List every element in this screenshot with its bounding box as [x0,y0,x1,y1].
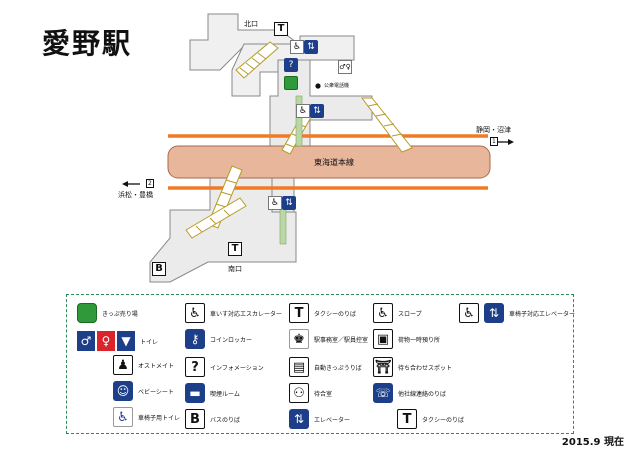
ostomate-icon: ♟ [113,355,133,375]
elevator-icon-north: ⇅ [304,40,318,54]
escalator-icon: ♿ [185,303,205,323]
toilet-icon-map: ♂♀ [338,60,352,74]
legend-item-accessible-toilet: ♿ 車椅子用トイレ [113,407,180,427]
auto-gate-icon: ▤ [289,357,309,377]
legend-item-station-office: ♚ 駅事務室／駅員控室 [289,329,368,349]
station-office-icon: ♚ [289,329,309,349]
south-exit-label: 南口 [228,265,242,273]
legend-item-baby-seat: ☺ ベビーシート [113,381,174,401]
wheelchair-icon-south: ♿ [268,196,282,210]
dir-west-label: 浜松・豊橋 [118,191,153,199]
bus-icon: B [185,409,205,429]
legend: きっぷ売り場 ♂ ♀ ▼ トイレ ♟ オストメイト ☺ ベビーシート ♿ 車椅子… [66,294,575,434]
legend-item-escalator: ♿ 車いす対応エスカレーター [185,303,282,323]
legend-item-ticket: きっぷ売り場 [77,303,138,323]
transfer-icon: ☏ [373,383,393,403]
arrow-east-head [508,139,514,145]
elevator-icon-south: ⇅ [282,196,296,210]
legend-item-slope: ♿ スロープ [373,303,422,323]
meeting-spot-icon: ⛩ [373,357,393,377]
line-name-label: 東海道本線 [314,158,354,167]
accessible-toilet-icon: ♿ [113,407,133,427]
dir-east-track: 1 [490,137,498,146]
taxi-icon-2: T [397,409,417,429]
payphone-label: 公衆電話機 [324,83,350,89]
legend-item-baggage: ▣ 荷物一時預り所 [373,329,440,349]
legend-item-transfer: ☏ 他社線連絡のりば [373,383,446,403]
stairs-south-2 [185,197,247,239]
taxi-icon-north: T [274,22,288,36]
station-title: 愛野駅 [42,27,133,60]
slope-icon: ♿ [373,303,393,323]
taxi-icon: T [289,303,309,323]
legend-item-taxi: T タクシーのりば [289,303,356,323]
wheelchair-icon-center: ♿ [296,104,310,118]
north-exit-label: 北口 [244,20,258,28]
information-icon: ? [185,357,205,377]
wheelchair-elevator-icon: ♿ [459,303,479,323]
station-map [122,13,514,283]
legend-item-wheelchair-elevator: ♿ ⇅ 車椅子対応エレベーター [459,303,575,323]
payphone-dot [315,83,321,89]
wheelchair-elevator-icon-2: ⇅ [484,303,504,323]
legend-item-elevator: ⇅ エレベーター [289,409,350,429]
platform [167,145,491,179]
date-note: 2015.9 現在 [561,437,624,448]
information-icon-map: ? [284,58,298,72]
legend-item-taxi-2: T タクシーのりば [397,409,464,429]
wheelchair-icon-north: ♿ [290,40,304,54]
restroom-icon: ♂ ♀ ▼ [77,331,135,351]
legend-item-bus: B バスのりば [185,409,240,429]
waiting-room-icon: ⚇ [289,383,309,403]
legend-item-ostomate: ♟ オストメイト [113,355,174,375]
legend-item-waiting-room: ⚇ 待合室 [289,383,332,403]
ticket-icon-map [284,76,298,90]
dir-west-track: 2 [146,179,154,188]
ticket-vending-icon [77,303,97,323]
stairs-north [235,41,279,79]
elevator-shaft-north [295,95,303,147]
legend-item-smoking: ▬ 喫煙ルーム [185,383,240,403]
legend-item-information: ? インフォメーション [185,357,264,377]
elevator-icon-center: ⇅ [310,104,324,118]
legend-item-meeting: ⛩ 待ち合わせスポット [373,357,452,377]
baggage-icon: ▣ [373,329,393,349]
coin-locker-icon: ⚷ [185,329,205,349]
baby-seat-icon: ☺ [113,381,133,401]
elevator-icon: ⇅ [289,409,309,429]
legend-item-restroom: ♂ ♀ ▼ トイレ [77,331,158,351]
arrow-west-head [122,181,128,187]
legend-item-coin-locker: ⚷ コインロッカー [185,329,252,349]
bus-icon-south: B [152,262,166,276]
legend-item-auto-gate: ▤ 自動きっぷうりば [289,357,362,377]
taxi-icon-south: T [228,242,242,256]
dir-east-label: 静岡・沼津 [476,126,511,134]
smoking-room-icon: ▬ [185,383,205,403]
stairs-east [361,97,413,153]
